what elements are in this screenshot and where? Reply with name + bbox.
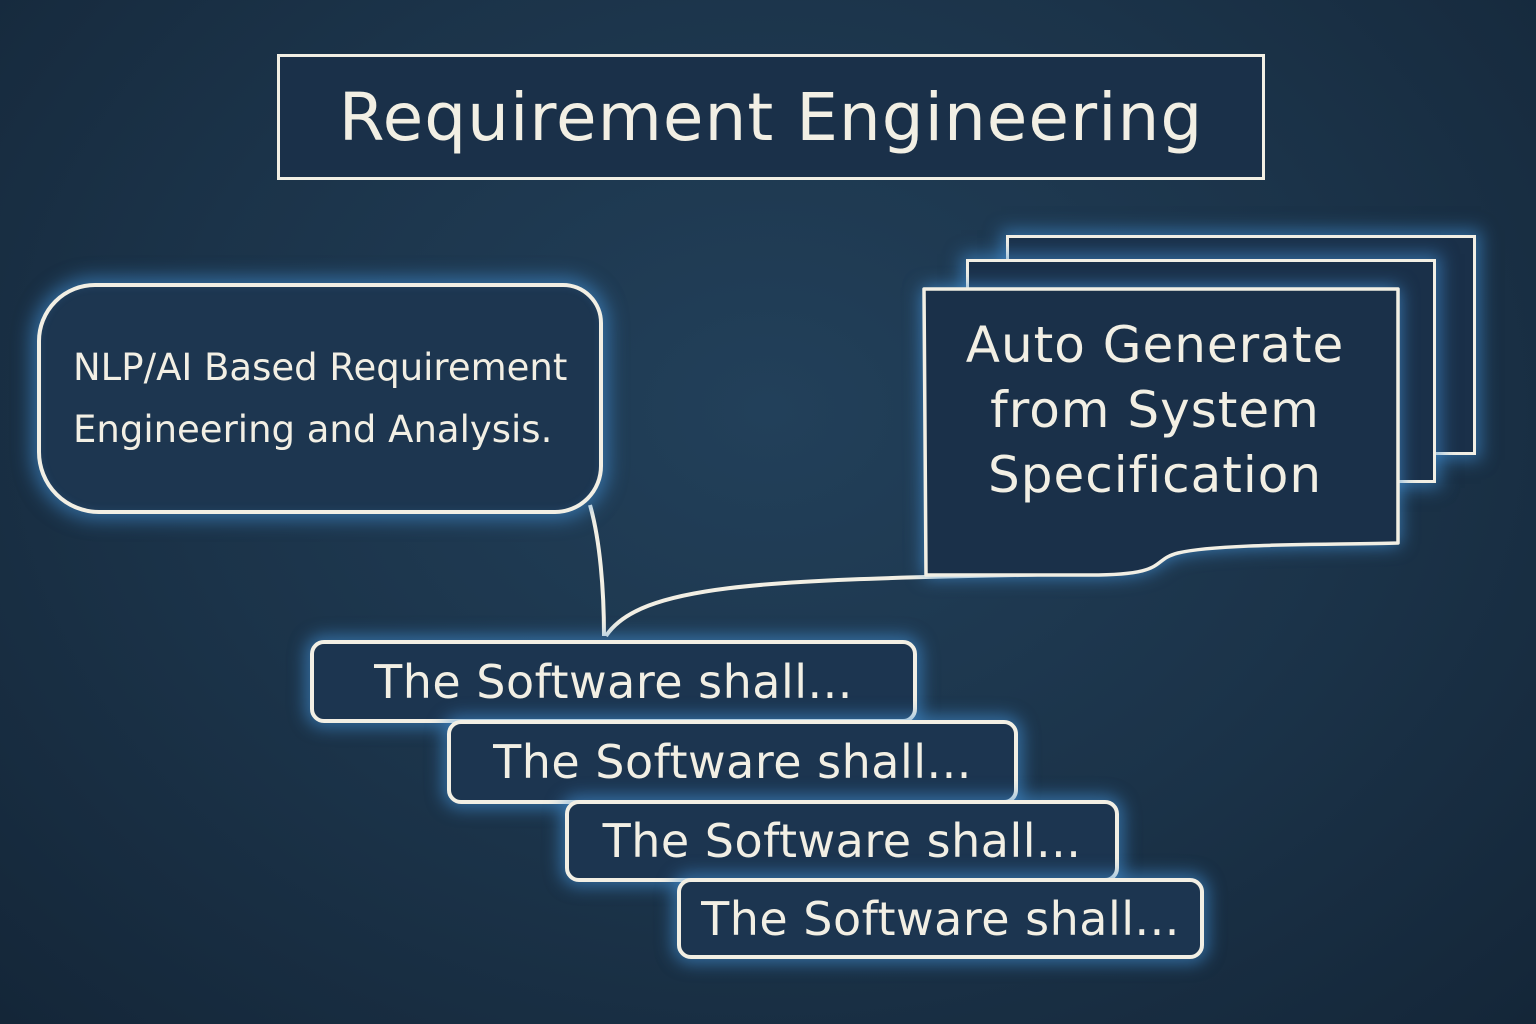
requirement-text: The Software shall... [374,654,853,709]
specification-line-2: from System [990,381,1320,439]
specification-document-stack: Auto Generate from System Specification [920,230,1480,580]
diagram-title: Requirement Engineering [338,78,1204,156]
connector-nlp-to-requirements [588,504,606,637]
requirement-text: The Software shall... [602,814,1082,868]
nlp-ai-line-2: Engineering and Analysis. [73,407,553,451]
requirement-box: The Software shall... [447,720,1018,804]
requirement-text: The Software shall... [493,735,972,789]
specification-line-1: Auto Generate [965,316,1345,374]
nlp-ai-callout: NLP/AI Based Requirement Engineering and… [37,283,603,514]
document-icon [922,287,1400,577]
requirement-text: The Software shall... [701,891,1180,946]
title-box: Requirement Engineering [277,54,1265,180]
requirement-box: The Software shall... [310,640,917,723]
specification-line-3: Specification [987,446,1323,504]
nlp-ai-text: NLP/AI Based Requirement Engineering and… [73,337,567,461]
specification-text: Auto Generate from System Specification [920,313,1390,508]
nlp-ai-line-1: NLP/AI Based Requirement [73,345,568,389]
requirement-box: The Software shall... [677,878,1204,959]
document-page-front: Auto Generate from System Specification [920,285,1402,580]
requirement-box: The Software shall... [565,800,1119,882]
